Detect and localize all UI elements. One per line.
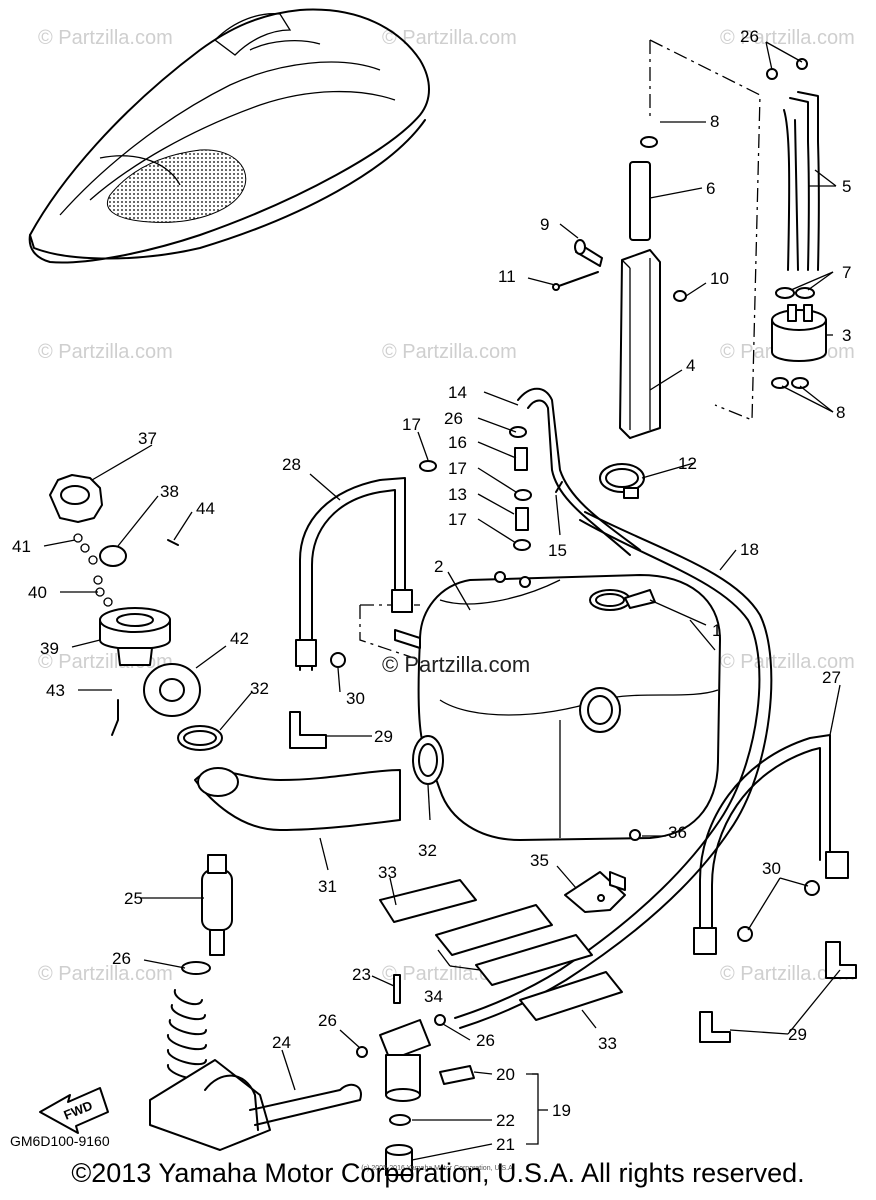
watermarks: © Partzilla.com © Partzilla.com © Partzi… [38,27,855,985]
watermark: © Partzilla.com [38,341,173,363]
callout-17: 17 [448,459,467,478]
watermark: © Partzilla.com [38,963,173,985]
tank-neck-clamp [599,463,645,499]
callout-8: 8 [710,112,719,131]
water-lock-assembly [149,854,362,1151]
callout-40: 40 [28,583,47,602]
breather-assembly [552,136,687,439]
callout-9: 9 [540,215,549,234]
callout-21: 21 [496,1135,515,1154]
forward-direction-arrow: FWD [39,1087,109,1134]
callout-7: 7 [842,263,851,282]
callout-1: 1 [712,621,721,640]
fuel-tank [359,571,721,841]
callout-33: 33 [378,863,397,882]
callout-3: 3 [842,326,851,345]
callout-19: 19 [552,1101,571,1120]
fuel-filter-assembly [766,58,827,389]
callout-4: 4 [686,356,695,375]
watermark: © Partzilla.com [38,27,173,49]
copyright-notice: ©2013 Yamaha Motor Corporation, U.S.A. A… [71,1158,805,1188]
callout-5: 5 [842,177,851,196]
callout-39: 39 [40,639,59,658]
callout-24: 24 [272,1033,291,1052]
callout-29: 29 [788,1025,807,1044]
callout-42: 42 [230,629,249,648]
filler-cap-assembly [49,474,201,736]
watermark: © Partzilla.com [382,27,517,49]
callout-32: 32 [418,841,437,860]
callout-23: 23 [352,965,371,984]
callout-14: 14 [448,383,467,402]
callout-26: 26 [476,1031,495,1050]
callout-2: 2 [434,557,443,576]
callout-31: 31 [318,877,337,896]
callout-16: 16 [448,433,467,452]
leader-lines [43,41,841,1161]
fuel-cock-assembly [356,974,475,1176]
watermark: © Partzilla.com [720,651,855,673]
callout-11: 11 [498,267,516,286]
watercraft-hull-illustration [28,8,430,264]
center-watermark: © Partzilla.com [382,652,530,677]
tank-mats [379,879,623,1021]
callout-27: 27 [822,668,841,687]
callout-34: 34 [424,987,443,1006]
callout-29: 29 [374,727,393,746]
tank-strap-right [693,734,857,1043]
callout-25: 25 [124,889,143,908]
callout-30: 30 [762,859,781,878]
small-copyright: (c) 2005-2016 Yamaha Motor Corporation, … [361,1165,515,1172]
callout-41: 41 [12,537,31,556]
callout-6: 6 [706,179,715,198]
callout-15: 15 [548,541,567,560]
callout-33: 33 [598,1034,617,1053]
callout-18: 18 [740,540,759,559]
callout-32: 32 [250,679,269,698]
callout-28: 28 [282,455,301,474]
callout-17: 17 [402,415,421,434]
callout-20: 20 [496,1065,515,1084]
watermark: © Partzilla.com [382,341,517,363]
callout-8: 8 [836,403,845,422]
callout-13: 13 [448,485,467,504]
dashed-assembly-frame [649,39,761,421]
callout-43: 43 [46,681,65,700]
callout-36: 36 [668,823,687,842]
callout-38: 38 [160,482,179,501]
vent-hose [454,511,773,1029]
filler-hose [177,725,444,831]
callout-35: 35 [530,851,549,870]
callout-numbers: 8 6 9 11 10 4 26 5 7 3 8 14 26 17 16 17 … [12,27,851,1154]
tank-strap-left [289,477,413,749]
callout-12: 12 [678,454,697,473]
callout-22: 22 [496,1111,515,1130]
callout-30: 30 [346,689,365,708]
diagram-code: GM6D100-9160 [10,1133,110,1149]
callout-17: 17 [448,510,467,529]
callout-37: 37 [138,429,157,448]
tank-bracket [564,829,641,913]
callout-26: 26 [740,27,759,46]
callout-44: 44 [196,499,215,518]
callout-26: 26 [444,409,463,428]
watermark: © Partzilla.com [720,27,855,49]
callout-26: 26 [112,949,131,968]
callout-26: 26 [318,1011,337,1030]
callout-10: 10 [710,269,729,288]
watermark: © Partzilla.com [720,963,855,985]
